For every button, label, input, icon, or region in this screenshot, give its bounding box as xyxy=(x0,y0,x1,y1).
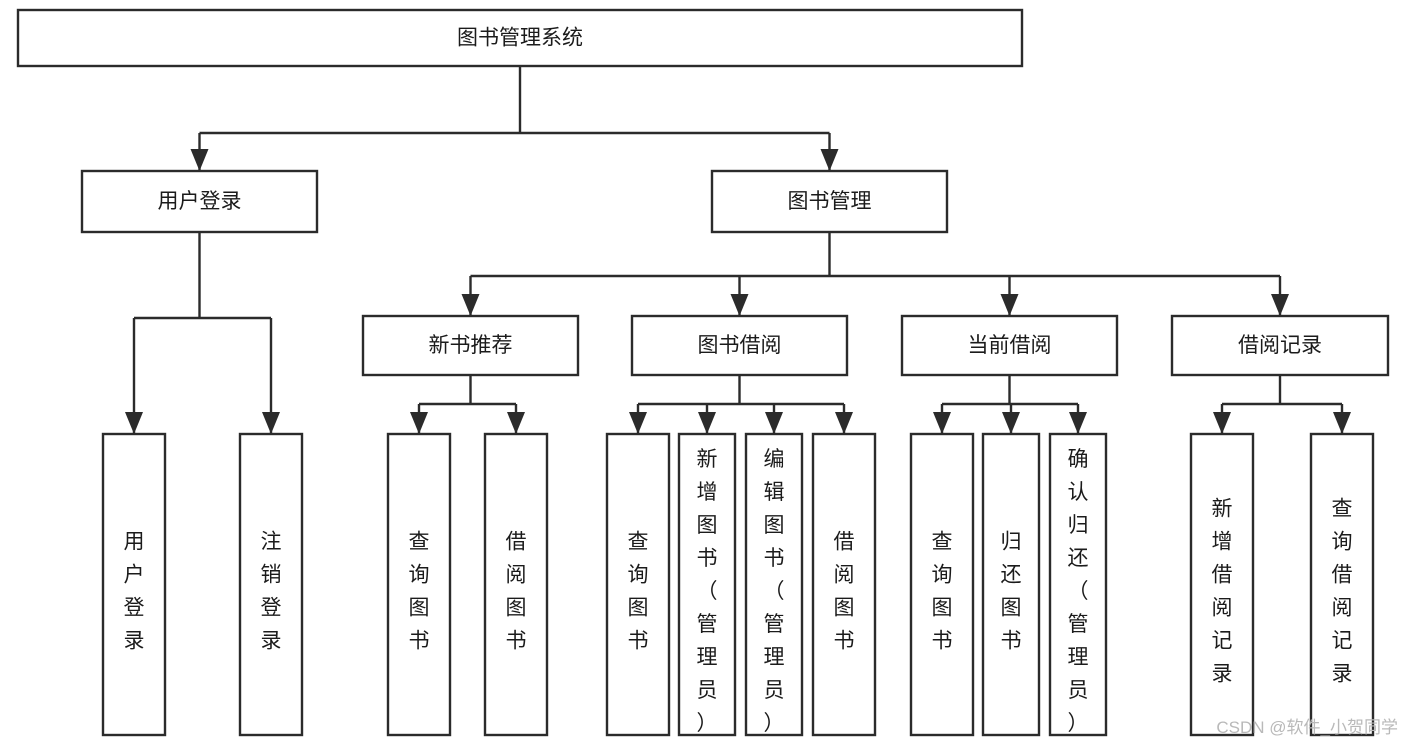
node-box xyxy=(710,169,949,234)
node-box xyxy=(80,169,319,234)
node-leaf-用户登录[interactable]: 用户登录 xyxy=(101,432,167,737)
node-leaf-确认归还管理员[interactable]: 确认归还（管理员） xyxy=(1048,432,1108,737)
node-l3-新书推荐[interactable]: 新书推荐 xyxy=(361,314,580,377)
node-root-图书管理系统[interactable]: 图书管理系统 xyxy=(16,8,1024,68)
arrow-head-icon xyxy=(507,412,525,434)
node-leaf-编辑图书管理员[interactable]: 编辑图书（管理员） xyxy=(744,432,804,737)
arrow-head-icon xyxy=(1000,294,1019,316)
arrow-head-icon xyxy=(125,412,143,434)
node-box xyxy=(811,432,877,737)
node-box xyxy=(744,432,804,737)
node-box xyxy=(981,432,1041,737)
node-box xyxy=(101,432,167,737)
node-l3-当前借阅[interactable]: 当前借阅 xyxy=(900,314,1119,377)
node-label: 查询借阅记录 xyxy=(1332,498,1353,686)
node-label: 当前借阅 xyxy=(968,334,1052,357)
node-box xyxy=(16,8,1024,68)
arrow-head-icon xyxy=(730,294,749,316)
node-box xyxy=(483,432,549,737)
node-label: 新书推荐 xyxy=(429,334,513,357)
arrow-head-icon xyxy=(262,412,280,434)
node-leaf-借阅图书[interactable]: 借阅图书 xyxy=(483,432,549,737)
node-box xyxy=(1048,432,1108,737)
arrow-head-icon xyxy=(1069,412,1087,434)
node-layer: 图书管理系统用户登录图书管理新书推荐图书借阅当前借阅借阅记录用户登录注销登录查询… xyxy=(16,8,1390,737)
node-label: 新增借阅记录 xyxy=(1212,498,1233,686)
arrow-head-icon xyxy=(1213,412,1231,434)
node-leaf-查询图书[interactable]: 查询图书 xyxy=(605,432,671,737)
node-box xyxy=(900,314,1119,377)
node-label: 查询图书 xyxy=(932,531,953,653)
node-box xyxy=(677,432,737,737)
node-l3-借阅记录[interactable]: 借阅记录 xyxy=(1170,314,1390,377)
node-label: 确认归还（管理员） xyxy=(1068,448,1089,735)
arrow-head-icon xyxy=(698,412,716,434)
arrow-head-icon xyxy=(629,412,647,434)
node-leaf-新增借阅记录[interactable]: 新增借阅记录 xyxy=(1189,432,1255,737)
csdn-watermark: CSDN @软件_小贺同学 xyxy=(1216,718,1398,737)
arrow-head-icon xyxy=(1271,294,1289,316)
node-l2-用户登录[interactable]: 用户登录 xyxy=(80,169,319,234)
node-leaf-新增图书管理员[interactable]: 新增图书（管理员） xyxy=(677,432,737,737)
node-label: 图书借阅 xyxy=(698,334,782,357)
node-label: 归还图书 xyxy=(1001,531,1022,653)
node-box xyxy=(361,314,580,377)
node-leaf-归还图书[interactable]: 归还图书 xyxy=(981,432,1041,737)
node-l3-图书借阅[interactable]: 图书借阅 xyxy=(630,314,849,377)
node-leaf-查询图书[interactable]: 查询图书 xyxy=(909,432,975,737)
node-label: 借阅图书 xyxy=(506,531,527,653)
node-l2-图书管理[interactable]: 图书管理 xyxy=(710,169,949,234)
node-box xyxy=(1170,314,1390,377)
node-leaf-注销登录[interactable]: 注销登录 xyxy=(238,432,304,737)
connector-layer xyxy=(125,66,1351,434)
node-label: 查询图书 xyxy=(628,531,649,653)
arrow-head-icon xyxy=(835,412,853,434)
node-box xyxy=(1309,432,1375,737)
node-label: 用户登录 xyxy=(124,531,145,653)
node-label: 借阅图书 xyxy=(834,531,855,653)
node-label: 编辑图书（管理员） xyxy=(764,448,785,735)
node-box xyxy=(386,432,452,737)
arrow-head-icon xyxy=(933,412,951,434)
node-label: 借阅记录 xyxy=(1238,334,1322,357)
node-label: 查询图书 xyxy=(409,531,430,653)
arrow-head-icon xyxy=(1002,412,1020,434)
arrow-head-icon xyxy=(190,149,209,171)
arrow-head-icon xyxy=(820,149,839,171)
arrow-head-icon xyxy=(765,412,783,434)
node-box xyxy=(630,314,849,377)
node-label: 新增图书（管理员） xyxy=(697,448,718,735)
node-leaf-借阅图书[interactable]: 借阅图书 xyxy=(811,432,877,737)
arrow-head-icon xyxy=(461,294,480,316)
node-label: 图书管理系统 xyxy=(457,27,583,50)
node-box xyxy=(605,432,671,737)
node-leaf-查询图书[interactable]: 查询图书 xyxy=(386,432,452,737)
arrow-head-icon xyxy=(1333,412,1351,434)
node-label: 用户登录 xyxy=(158,190,242,213)
node-box xyxy=(1189,432,1255,737)
node-leaf-查询借阅记录[interactable]: 查询借阅记录 xyxy=(1309,432,1375,737)
arrow-head-icon xyxy=(410,412,428,434)
node-box xyxy=(238,432,304,737)
node-label: 图书管理 xyxy=(788,190,872,213)
node-box xyxy=(909,432,975,737)
node-label: 注销登录 xyxy=(261,531,282,653)
